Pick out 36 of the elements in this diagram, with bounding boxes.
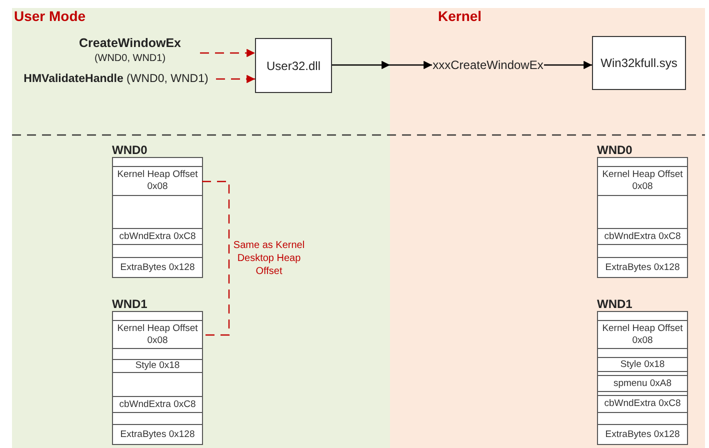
arrow [544, 60, 592, 70]
mode-panel [390, 8, 705, 448]
module-box: Win32kfull.sys [592, 36, 686, 90]
empty-field [598, 392, 687, 396]
struct-field: Style 0x18 [113, 360, 202, 373]
node-label: ExtraBytes 0x128 [605, 262, 680, 273]
panel-title: User Mode [14, 8, 86, 24]
struct-title: WND1 [597, 297, 632, 311]
struct-title: WND0 [112, 143, 148, 157]
struct-title: WND0 [597, 143, 632, 157]
struct-field: Kernel Heap Offset 0x08 [113, 167, 202, 196]
empty-field [598, 372, 687, 376]
struct-field: spmenu 0xA8 [598, 376, 687, 392]
arrow [200, 48, 255, 58]
struct-field: cbWndExtra 0xC8 [598, 396, 687, 413]
struct-title: WND1 [112, 297, 148, 311]
module-box: User32.dll [255, 38, 332, 93]
struct-field: Kernel Heap Offset 0x08 [598, 167, 687, 196]
node-label: ExtraBytes 0x128 [120, 428, 195, 440]
struct-field: cbWndExtra 0xC8 [113, 397, 202, 413]
function-call: xxxCreateWindowEx [432, 56, 544, 74]
node-label: ExtraBytes 0x128 [120, 262, 195, 273]
panel-title: Kernel [438, 8, 482, 24]
function-name: CreateWindowEx [79, 36, 181, 50]
function-call: HMValidateHandle (WND0, WND1) [16, 70, 216, 88]
node-label: ExtraBytes 0x128 [605, 428, 680, 440]
struct-field: Kernel Heap Offset 0x08 [598, 321, 687, 349]
arrow [216, 74, 255, 84]
struct-field: cbWndExtra 0xC8 [113, 229, 202, 245]
struct-field: Kernel Heap Offset 0x08 [113, 321, 202, 349]
struct-field: cbWndExtra 0xC8 [598, 229, 687, 245]
arrow [332, 61, 432, 69]
mode-panel [12, 8, 390, 448]
function-arguments: (WND0, WND1) [94, 53, 166, 64]
struct-field: Style 0x18 [598, 358, 687, 372]
connector-line [202, 180, 230, 336]
